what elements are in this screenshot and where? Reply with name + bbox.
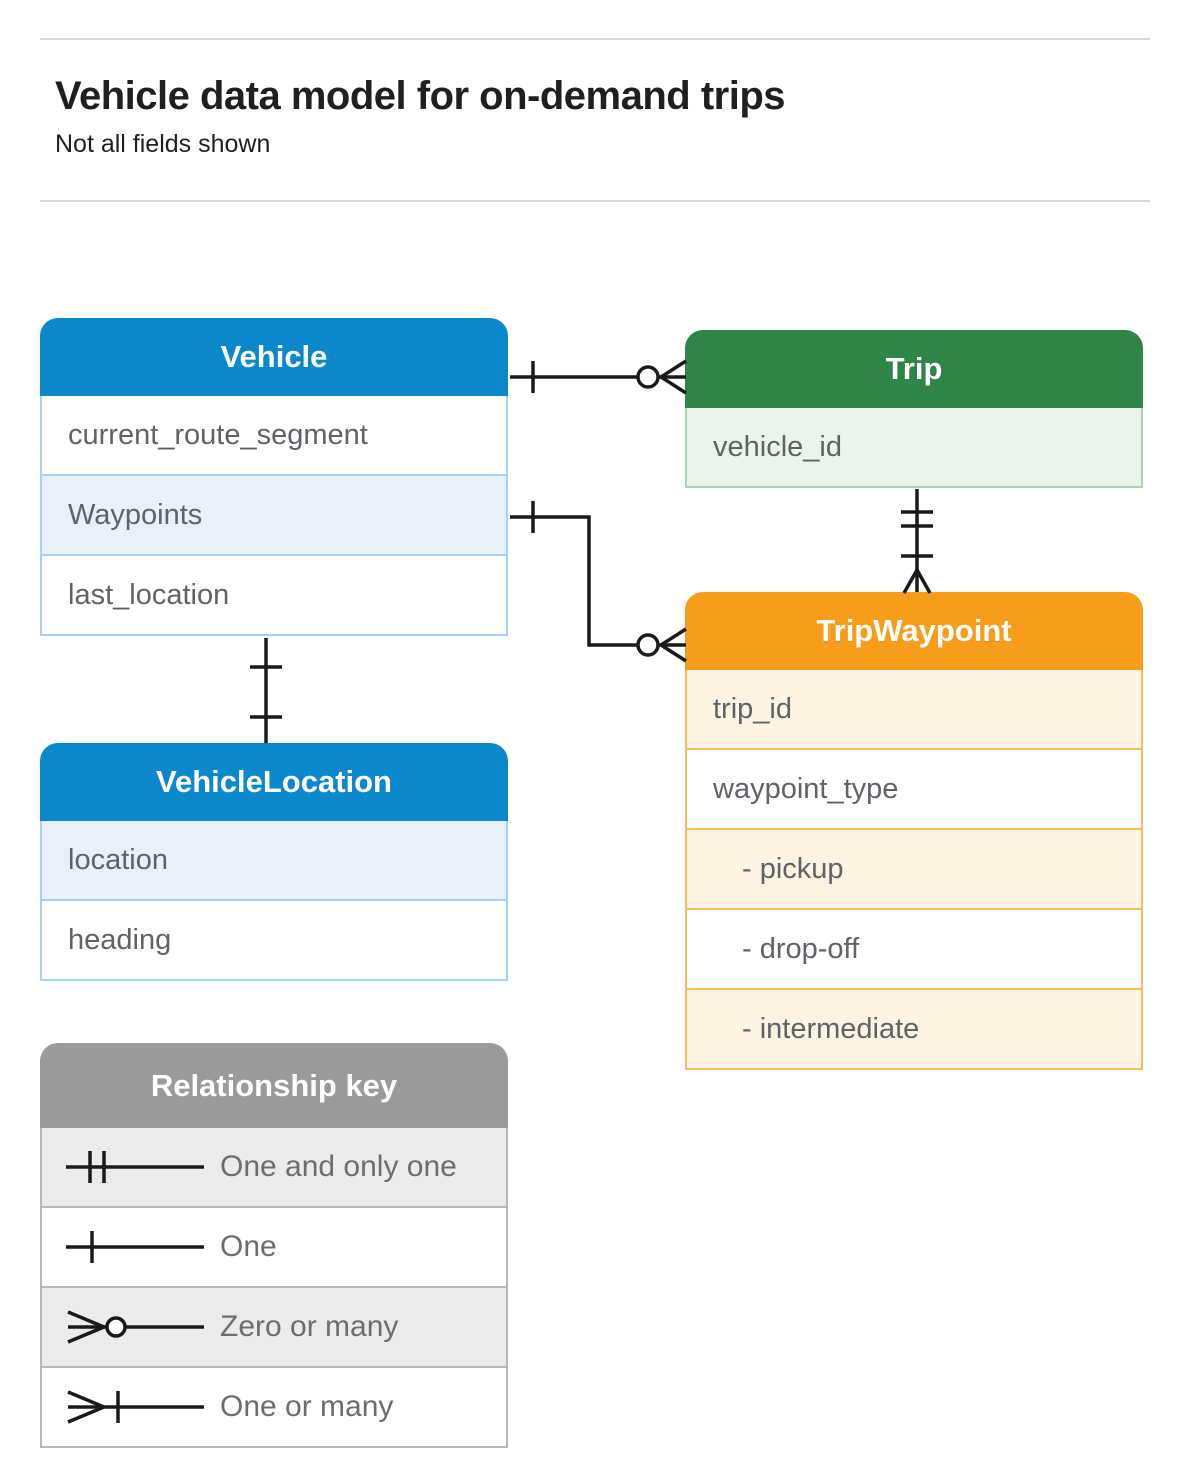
zero-or-many-icon <box>67 1310 204 1344</box>
crows-foot-icon <box>660 627 687 647</box>
table-header-tripwaypoint: TripWaypoint <box>685 592 1143 670</box>
table-row: location <box>42 821 506 899</box>
crows-foot-icon <box>902 569 919 594</box>
table-row: trip_id <box>687 670 1141 748</box>
one-and-only-one-icon <box>66 1151 204 1183</box>
one-icon <box>66 1231 204 1263</box>
legend-body: One and only one One Zero or many <box>40 1128 508 1448</box>
entity-table-vehicle: Vehicle current_route_segment Waypoints … <box>40 318 508 636</box>
table-row: - pickup <box>687 828 1141 908</box>
table-row: current_route_segment <box>42 396 506 474</box>
zero-circle-icon <box>636 365 660 389</box>
connector-vehicle-waypoints-tripwaypoint <box>510 501 687 663</box>
relationship-key: Relationship key One and only one One <box>40 1043 508 1448</box>
legend-item: One or many <box>42 1366 506 1446</box>
top-divider <box>40 38 1150 40</box>
connector-trip-tripwaypoint <box>901 489 933 594</box>
legend-label: Zero or many <box>220 1310 399 1343</box>
page-title: Vehicle data model for on-demand trips <box>55 74 786 118</box>
legend-item: One and only one <box>42 1128 506 1206</box>
table-row: - intermediate <box>687 988 1141 1068</box>
legend-item: Zero or many <box>42 1286 506 1366</box>
table-body-tripwaypoint: trip_id waypoint_type - pickup - drop-of… <box>685 670 1143 1070</box>
page-subtitle: Not all fields shown <box>55 130 271 158</box>
legend-label: One <box>220 1230 277 1263</box>
table-row: waypoint_type <box>687 748 1141 828</box>
one-or-many-icon <box>67 1390 204 1424</box>
entity-table-vehiclelocation: VehicleLocation location heading <box>40 743 508 981</box>
entity-table-tripwaypoint: TripWaypoint trip_id waypoint_type - pic… <box>685 592 1143 1070</box>
crows-foot-icon <box>660 359 687 379</box>
connector-vehicle-trip <box>510 359 687 395</box>
legend-label: One and only one <box>220 1150 457 1183</box>
legend-header: Relationship key <box>40 1043 508 1128</box>
table-header-trip: Trip <box>685 330 1143 408</box>
table-body-vehiclelocation: location heading <box>40 821 508 981</box>
table-row: Waypoints <box>42 474 506 554</box>
connector-vehicle-vehiclelocation <box>250 638 282 743</box>
table-row: - drop-off <box>687 908 1141 988</box>
table-row: last_location <box>42 554 506 634</box>
header-divider <box>40 200 1150 202</box>
entity-table-trip: Trip vehicle_id <box>685 330 1143 488</box>
table-body-vehicle: current_route_segment Waypoints last_loc… <box>40 396 508 636</box>
table-body-trip: vehicle_id <box>685 408 1143 488</box>
legend-label: One or many <box>220 1390 394 1423</box>
table-row: heading <box>42 899 506 979</box>
table-header-vehiclelocation: VehicleLocation <box>40 743 508 821</box>
table-row: vehicle_id <box>687 408 1141 486</box>
table-header-vehicle: Vehicle <box>40 318 508 396</box>
legend-item: One <box>42 1206 506 1286</box>
zero-circle-icon <box>636 633 660 657</box>
